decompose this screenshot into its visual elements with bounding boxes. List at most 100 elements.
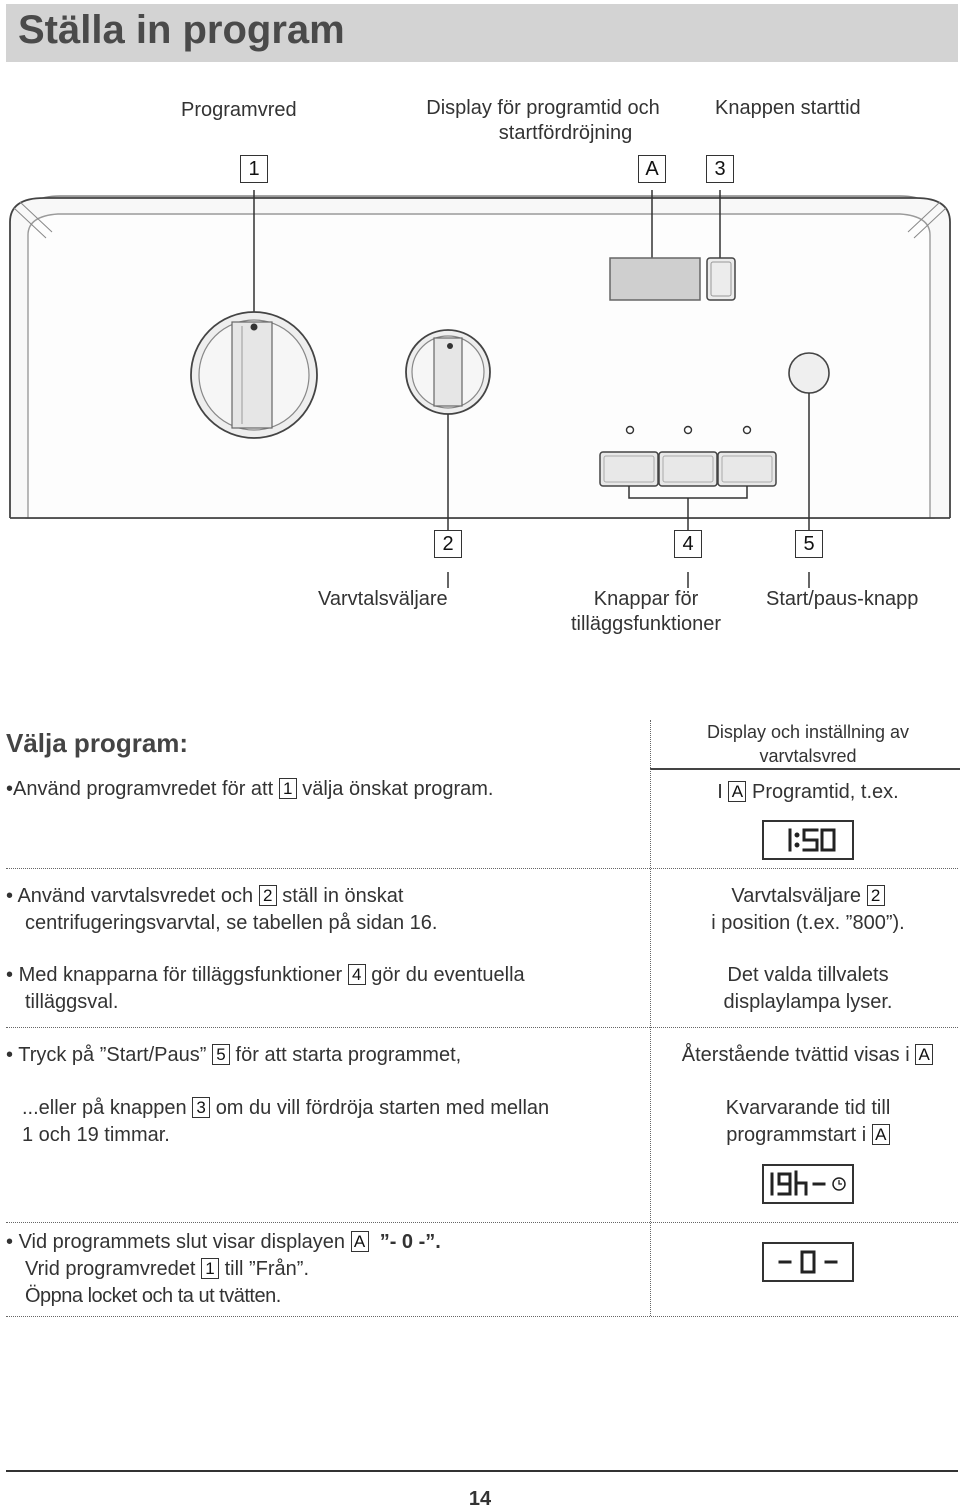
row6-line2-pre: Vrid programvredet — [25, 1258, 196, 1280]
option-buttons — [599, 451, 777, 487]
lcd-19h — [770, 1170, 846, 1196]
display-window — [609, 257, 701, 301]
control-panel-diagram — [9, 190, 951, 588]
row3-line2: tilläggsval. — [25, 991, 119, 1013]
row1-text: •Använd programvredet för att 1 välja ön… — [6, 776, 493, 803]
row4-pre: Tryck på ”Start/Paus” — [18, 1044, 207, 1066]
callout-startpaus: Start/paus-knapp — [766, 588, 919, 610]
right-header-line2: varvtalsvred — [759, 746, 857, 766]
callout-programvred: Programvred — [181, 99, 297, 121]
key-label-A: A — [638, 155, 666, 183]
row2-key: 2 — [258, 884, 277, 906]
program-knob — [190, 311, 318, 439]
row4-text: • Tryck på ”Start/Paus” 5 för att starta… — [6, 1042, 461, 1069]
lamp-1 — [625, 425, 635, 435]
row-divider-4 — [6, 1316, 958, 1317]
row6-line3: Öppna locket och ta ut tvätten. — [25, 1285, 281, 1307]
row2-post: ställ in önskat — [282, 885, 404, 907]
row1-right-post: Programtid, t.ex. — [751, 781, 899, 803]
key-label-3: 3 — [706, 155, 734, 183]
row4-right-pre: Återstående tvättid visas i — [681, 1044, 910, 1066]
row1-right-key: A — [728, 780, 747, 802]
row1-right-pre: I — [717, 781, 723, 803]
callout-starttid: Knappen starttid — [715, 97, 861, 119]
column-divider — [650, 720, 651, 1316]
callout-display-line2: startfördröjning — [498, 122, 633, 144]
row5-text: ...eller på knappen 3 om du vill fördröj… — [22, 1095, 549, 1149]
key-label-5: 5 — [795, 530, 823, 558]
bullet: • — [6, 1044, 14, 1066]
lcd-end — [778, 1250, 838, 1274]
lamp-2 — [683, 425, 693, 435]
key-label-1: 1 — [240, 155, 268, 183]
row2-text: • Använd varvtalsvredet och 2 ställ in ö… — [6, 883, 437, 937]
key-label-2: 2 — [434, 530, 462, 558]
row3-post: gör du eventuella — [371, 964, 525, 986]
row6-line2-key: 1 — [201, 1257, 220, 1279]
row2-right-key: 2 — [866, 884, 885, 906]
callout-display-line1: Display för programtid och — [426, 97, 660, 119]
key-label-4: 4 — [674, 530, 702, 558]
callout-knappar-line2: tilläggsfunktioner — [570, 613, 722, 635]
row5-right-line2: programmstart i — [726, 1124, 867, 1146]
row5-key: 3 — [192, 1096, 211, 1118]
row-divider-1 — [6, 868, 958, 869]
row3-text: • Med knapparna för tilläggsfunktioner 4… — [6, 962, 525, 1016]
row3-right: Det valda tillvalets displaylampa lyser. — [660, 962, 956, 1016]
row6-line2-post: till ”Från”. — [224, 1258, 310, 1280]
bullet: • — [6, 778, 14, 800]
row4-right: Återstående tvättid visas i A — [655, 1042, 960, 1069]
row1-key: 1 — [278, 777, 297, 799]
speed-knob — [405, 329, 491, 415]
row6-pre: Vid programmets slut visar displayen — [18, 1231, 346, 1253]
start-pause-button — [788, 352, 830, 394]
header-band — [6, 4, 958, 62]
row4-post: för att starta programmet, — [235, 1044, 462, 1066]
row2-right-line2: i position (t.ex. ”800”). — [711, 912, 905, 934]
right-header-line1: Display och inställning av — [706, 722, 910, 742]
display-end — [762, 1242, 854, 1282]
starttid-button — [706, 257, 736, 301]
row2-right-line1: Varvtalsväljare — [731, 885, 862, 907]
callout-display: Display för programtid och startfördröjn… — [398, 96, 688, 146]
row3-right-line1: Det valda tillvalets — [727, 964, 889, 986]
row1-pre: Använd programvredet för att — [13, 778, 274, 800]
bullet: • — [6, 885, 14, 907]
row6-text: • Vid programmets slut visar displayen A… — [6, 1229, 441, 1310]
row6-post: ”- 0 -”. — [379, 1231, 441, 1253]
row1-post: välja önskat program. — [302, 778, 494, 800]
row5-right-key: A — [871, 1123, 890, 1145]
page-title: Ställa in program — [18, 8, 345, 52]
row2-line2: centrifugeringsvarvtal, se tabellen på s… — [25, 912, 438, 934]
callout-varvtal: Varvtalsväljare — [318, 588, 448, 610]
display-programtid — [762, 820, 854, 860]
row2-right: Varvtalsväljare 2 i position (t.ex. ”800… — [660, 883, 956, 937]
right-column-header: Display och inställning av varvtalsvred — [660, 720, 956, 768]
footer-rule — [6, 1470, 958, 1472]
row5-right: Kvarvarande tid till programmstart i A — [660, 1095, 956, 1149]
callout-knappar-line1: Knappar för — [593, 588, 699, 610]
row6-key: A — [350, 1230, 369, 1252]
lcd-1-50 — [788, 828, 836, 852]
row5-right-line1: Kvarvarande tid till — [725, 1097, 891, 1119]
row3-right-line2: displaylampa lyser. — [723, 991, 893, 1013]
row4-key: 5 — [211, 1043, 230, 1065]
row5-pre: ...eller på knappen — [22, 1097, 187, 1119]
page-number: 14 — [468, 1488, 492, 1510]
row-divider-2 — [6, 1027, 958, 1028]
row2-pre: Använd varvtalsvredet och — [17, 885, 254, 907]
bullet: • — [6, 1231, 14, 1253]
display-delay — [762, 1164, 854, 1204]
bullet: • — [6, 964, 14, 986]
right-header-rule — [650, 768, 960, 770]
row5-post: om du vill fördröja starten med mellan — [215, 1097, 550, 1119]
row5-line2: 1 och 19 timmar. — [22, 1124, 170, 1146]
section-title: Välja program: — [6, 728, 189, 758]
lamp-3 — [742, 425, 752, 435]
row4-right-key: A — [915, 1043, 934, 1065]
callout-knappar: Knappar för tilläggsfunktioner — [556, 587, 736, 637]
row3-key: 4 — [347, 963, 366, 985]
row1-right: I A Programtid, t.ex. — [660, 779, 956, 806]
row3-pre: Med knapparna för tilläggsfunktioner — [18, 964, 343, 986]
row-divider-3 — [6, 1222, 958, 1223]
